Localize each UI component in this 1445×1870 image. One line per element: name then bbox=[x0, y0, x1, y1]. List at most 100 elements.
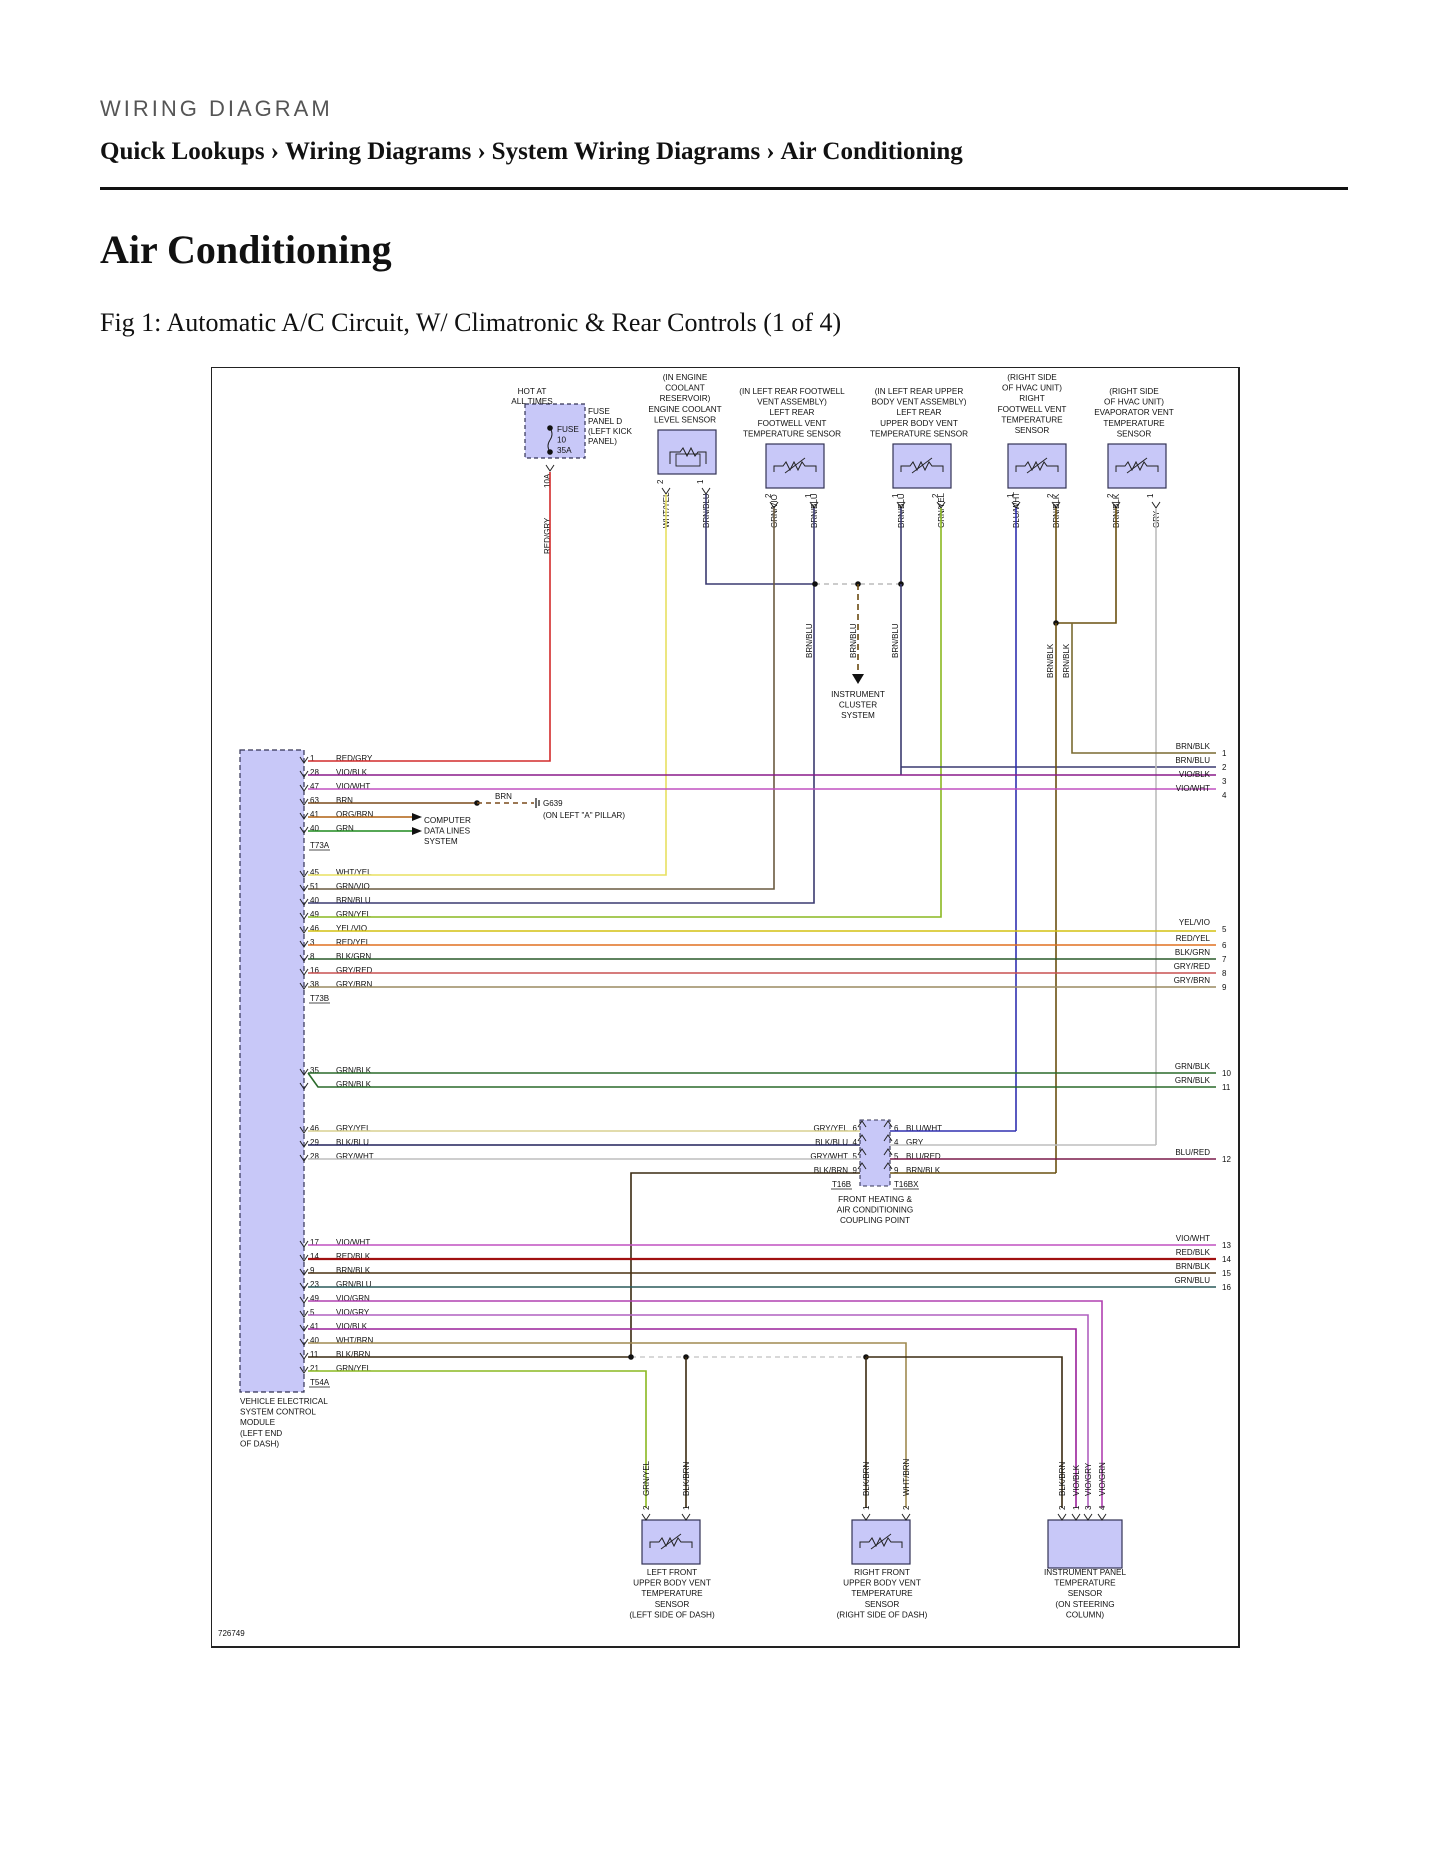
ground-id-label: G639 bbox=[543, 799, 563, 808]
instrument-cluster-label: CLUSTER bbox=[839, 701, 877, 710]
computer-data-label: DATA LINES bbox=[424, 827, 471, 836]
bottom-pin-number: 3 bbox=[1084, 1505, 1093, 1510]
right-exit-wire-label: YEL/VIO bbox=[1179, 918, 1210, 927]
thermistor-symbol bbox=[859, 1536, 903, 1548]
wire-grn-yel-top bbox=[308, 508, 942, 918]
level-float-symbol bbox=[675, 453, 701, 467]
top-component-label: LEFT REAR bbox=[770, 408, 815, 417]
module-pin-number: 40 bbox=[310, 896, 319, 905]
bottom-component-label: TEMPERATURE bbox=[1054, 1579, 1116, 1588]
pin-terminal bbox=[1057, 1513, 1067, 1521]
bottom-component-label: (ON STEERING bbox=[1055, 1600, 1114, 1609]
module-pin-number: 28 bbox=[310, 1152, 319, 1161]
wire-brn-blu-coolant bbox=[705, 494, 815, 585]
pin-terminal bbox=[883, 1120, 893, 1128]
module-pin-number: 41 bbox=[310, 810, 319, 819]
top-component-label: (RIGHT SIDE bbox=[1109, 387, 1159, 396]
bottom-component-label: RIGHT FRONT bbox=[854, 1568, 910, 1577]
header-rule bbox=[100, 187, 1348, 190]
coupling-right-wire-label: BLU/RED bbox=[906, 1152, 941, 1161]
top-component-label: (IN ENGINE bbox=[663, 373, 708, 382]
top-component-label: (IN LEFT REAR UPPER bbox=[875, 387, 964, 396]
pin-terminal bbox=[299, 1268, 309, 1276]
splice-dot bbox=[628, 1354, 634, 1360]
pin-terminal bbox=[299, 1310, 309, 1318]
module-pin-wire-label: GRY/WHT bbox=[336, 1152, 374, 1161]
top-component-label: LEVEL SENSOR bbox=[654, 415, 716, 424]
right-exit-wire-label: BLU/RED bbox=[1175, 1148, 1210, 1157]
module-pin-wire-label: RED/BLK bbox=[336, 1252, 371, 1261]
coupling-left-wire-label: GRY/YEL bbox=[813, 1124, 848, 1133]
top-component-label: ENGINE COOLANT bbox=[648, 405, 721, 414]
module-pin-number: 23 bbox=[310, 1280, 319, 1289]
top-pin-number: 1 bbox=[804, 493, 813, 498]
pin-terminal bbox=[299, 1082, 309, 1090]
top-component-label: EVAPORATOR VENT bbox=[1094, 408, 1174, 417]
pin-terminal bbox=[299, 784, 309, 792]
right-exit-number: 13 bbox=[1222, 1241, 1231, 1250]
bottom-wire-label: BLK/BRN bbox=[682, 1462, 691, 1496]
module-pin-wire-label: GRN/BLK bbox=[336, 1080, 372, 1089]
bottom-wire-label: WHT/BRN bbox=[902, 1458, 911, 1496]
top-component-label: UPPER BODY VENT bbox=[880, 419, 958, 428]
top-pin-number: 1 bbox=[696, 479, 705, 484]
right-exit-wire-label: VIO/WHT bbox=[1176, 1234, 1210, 1243]
control-module bbox=[239, 749, 305, 1393]
bottom-component-label: SENSOR bbox=[655, 1600, 690, 1609]
module-pin-number: 16 bbox=[310, 966, 319, 975]
top-component-label: TEMPERATURE SENSOR bbox=[743, 429, 841, 438]
wire-grn-yel-bot bbox=[308, 1370, 647, 1508]
instrument-cluster-label: SYSTEM bbox=[841, 711, 875, 720]
top-component-label: RIGHT bbox=[1019, 394, 1044, 403]
top-component-label: LEFT REAR bbox=[897, 408, 942, 417]
pin-terminal bbox=[299, 1352, 309, 1360]
fuse-inner-label: 35A bbox=[557, 446, 572, 455]
right-exit-wire-label: RED/BLK bbox=[1176, 1248, 1211, 1257]
breadcrumb-item-system-wiring-diagrams[interactable]: System Wiring Diagrams bbox=[491, 138, 761, 165]
module-pin-wire-label: BRN/BLU bbox=[336, 896, 371, 905]
data-line-arrow bbox=[412, 813, 422, 821]
pin-terminal bbox=[1083, 1513, 1093, 1521]
module-pin-number: 9 bbox=[310, 1266, 315, 1275]
pin-terminal bbox=[1097, 1513, 1107, 1521]
connector-label-t73b: T73B bbox=[310, 994, 329, 1003]
module-pin-number: 41 bbox=[310, 1322, 319, 1331]
bottom-component-label: UPPER BODY VENT bbox=[633, 1579, 711, 1588]
splice-dot bbox=[547, 449, 553, 455]
bottom-pin-number: 2 bbox=[1058, 1505, 1067, 1510]
breadcrumb-item-quick-lookups[interactable]: Quick Lookups bbox=[100, 138, 265, 165]
pin-terminal bbox=[299, 826, 309, 834]
breadcrumb-item-wiring-diagrams[interactable]: Wiring Diagrams bbox=[285, 138, 472, 165]
top-pin-number: 2 bbox=[1106, 493, 1115, 498]
splice-wire-label: BRN/BLU bbox=[891, 623, 900, 658]
bottom-wire-label: VIO/GRY bbox=[1084, 1462, 1093, 1496]
pin-terminal bbox=[1071, 1513, 1081, 1521]
right-exit-wire-label: GRY/RED bbox=[1174, 962, 1211, 971]
top-pin-number: 2 bbox=[764, 493, 773, 498]
coupling-left-pin: 5 bbox=[853, 1152, 858, 1161]
coupling-point-label: COUPLING POINT bbox=[840, 1216, 910, 1225]
right-exit-wire-label: BRN/BLK bbox=[1176, 742, 1211, 751]
top-component-label: VENT ASSEMBLY) bbox=[757, 398, 827, 407]
breadcrumb-item-air-conditioning[interactable]: Air Conditioning bbox=[780, 138, 963, 165]
module-pin-wire-label: BRN bbox=[336, 796, 353, 805]
pin-terminal bbox=[299, 926, 309, 934]
module-pin-number: 47 bbox=[310, 782, 319, 791]
top-pin-number: 2 bbox=[656, 479, 665, 484]
thermistor-symbol bbox=[649, 1536, 693, 1548]
right-exit-wire-label: GRN/BLK bbox=[1175, 1076, 1211, 1085]
coupling-left-wire-label: GRY/WHT bbox=[810, 1152, 848, 1161]
coupling-left-wire-label: BLK/BRN bbox=[814, 1166, 848, 1175]
fuse-symbol bbox=[547, 427, 553, 453]
module-pin-wire-label: WHT/BRN bbox=[336, 1336, 374, 1345]
splice-dot bbox=[547, 425, 553, 431]
top-component-label: FOOTWELL VENT bbox=[758, 419, 827, 428]
pin-terminal bbox=[883, 1162, 893, 1170]
top-pin-number: 1 bbox=[1146, 493, 1155, 498]
pin-terminal bbox=[299, 1366, 309, 1374]
fuse-wire-label: RED/GRY bbox=[543, 517, 552, 554]
module-pin-wire-label: VIO/GRN bbox=[336, 1294, 370, 1303]
module-pin-wire-label: GRN bbox=[336, 824, 354, 833]
pin-terminal bbox=[901, 1513, 911, 1521]
right-exit-number: 2 bbox=[1222, 763, 1227, 772]
